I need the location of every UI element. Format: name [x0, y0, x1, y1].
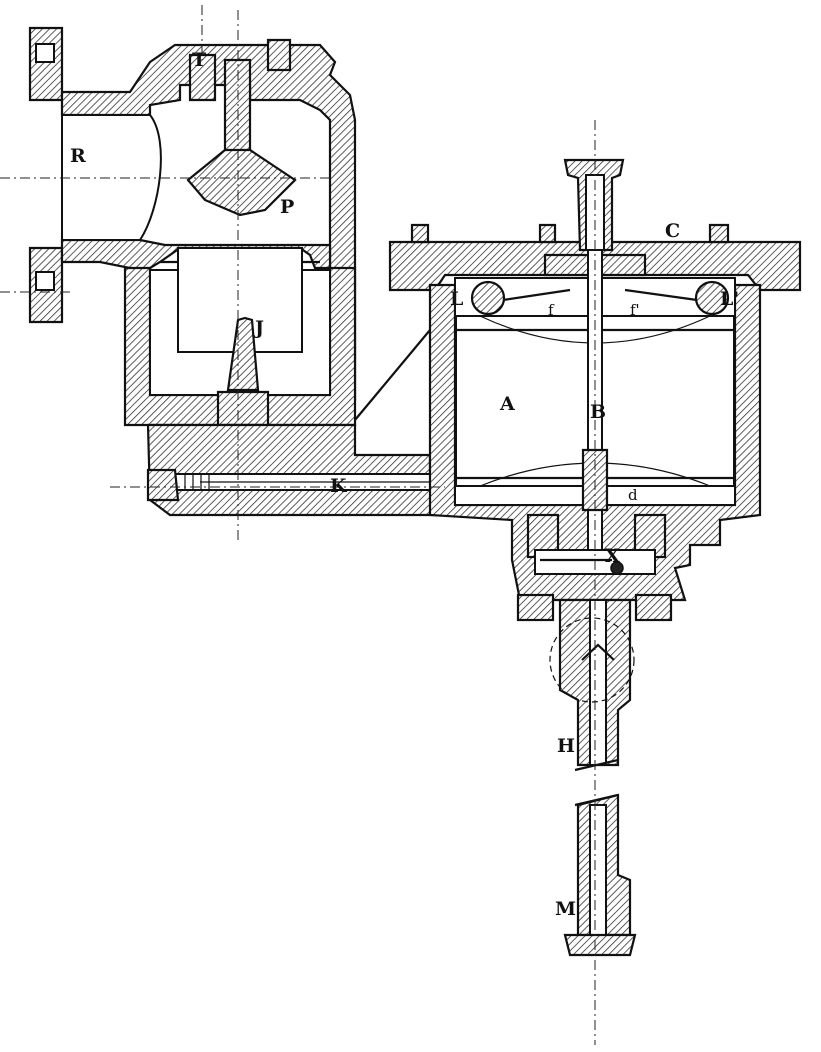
label-R: R	[70, 145, 86, 167]
label-M: M	[555, 898, 576, 920]
label-T: T	[192, 49, 206, 71]
label-A: A	[499, 393, 515, 415]
base-and-rod-k	[146, 329, 447, 517]
label-d: d	[628, 486, 638, 504]
drain-tube	[549, 598, 637, 957]
center-lines	[0, 5, 596, 1045]
label-C: C	[665, 220, 680, 242]
label-K: K	[330, 475, 348, 497]
label-X: X	[605, 545, 620, 567]
part-labels: R T P J K C L L' f f' A B d X H M	[70, 49, 739, 920]
label-J: J	[253, 317, 264, 339]
label-f-right: f'	[630, 301, 640, 319]
label-L-left: L	[450, 288, 463, 310]
left-valve-body	[28, 26, 357, 477]
label-B: B	[590, 401, 606, 423]
label-L-right: L'	[720, 288, 739, 310]
label-H: H	[557, 735, 575, 757]
label-P: P	[280, 196, 294, 218]
label-f-left: f	[548, 301, 555, 319]
